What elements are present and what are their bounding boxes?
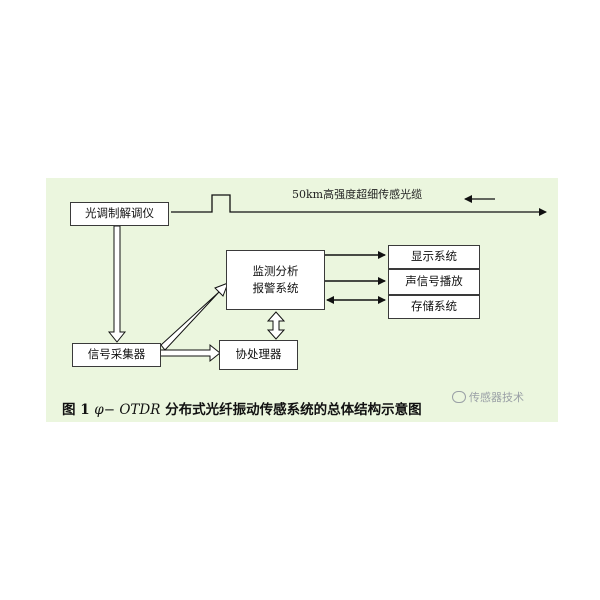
analysis-label-line2: 报警系统 bbox=[252, 281, 299, 295]
analysis-label-line1: 监测分析 bbox=[252, 263, 299, 278]
sound-box: 声信号播放 bbox=[388, 269, 480, 295]
acquisition-to-analysis-arrow bbox=[160, 282, 229, 351]
storage-box: 存储系统 bbox=[388, 295, 480, 319]
wechat-icon bbox=[452, 391, 466, 403]
acquisition-label: 信号采集器 bbox=[87, 347, 146, 362]
analysis-box: 监测分析 报警系统 bbox=[226, 250, 325, 310]
acquisition-box: 信号采集器 bbox=[72, 343, 161, 367]
sound-label: 声信号播放 bbox=[405, 274, 463, 289]
modem-box: 光调制解调仪 bbox=[70, 202, 169, 226]
storage-label: 存储系统 bbox=[411, 299, 457, 314]
display-box: 显示系统 bbox=[388, 245, 480, 269]
caption-prefix: 图 1 bbox=[62, 402, 95, 418]
caption-suffix: 分布式光纤振动传感系统的总体结构示意图 bbox=[160, 402, 422, 418]
watermark: 传感器技术 bbox=[452, 389, 524, 405]
modem-to-acquisition-arrow bbox=[107, 225, 127, 343]
watermark-text: 传感器技术 bbox=[469, 391, 524, 404]
display-label: 显示系统 bbox=[411, 249, 457, 264]
fiber-label: 50km高强度超细传感光缆 bbox=[292, 188, 423, 201]
acquisition-to-coprocessor-arrow bbox=[159, 343, 221, 363]
coprocessor-label: 协处理器 bbox=[235, 347, 282, 362]
fiber-line bbox=[171, 194, 547, 216]
coprocessor-box: 协处理器 bbox=[219, 340, 298, 370]
figure-caption: 图 1 φ− OTDR 分布式光纤振动传感系统的总体结构示意图 bbox=[62, 398, 422, 418]
analysis-coprocessor-arrow bbox=[266, 311, 286, 340]
modem-label: 光调制解调仪 bbox=[85, 206, 154, 221]
caption-italic: φ− OTDR bbox=[94, 402, 161, 418]
